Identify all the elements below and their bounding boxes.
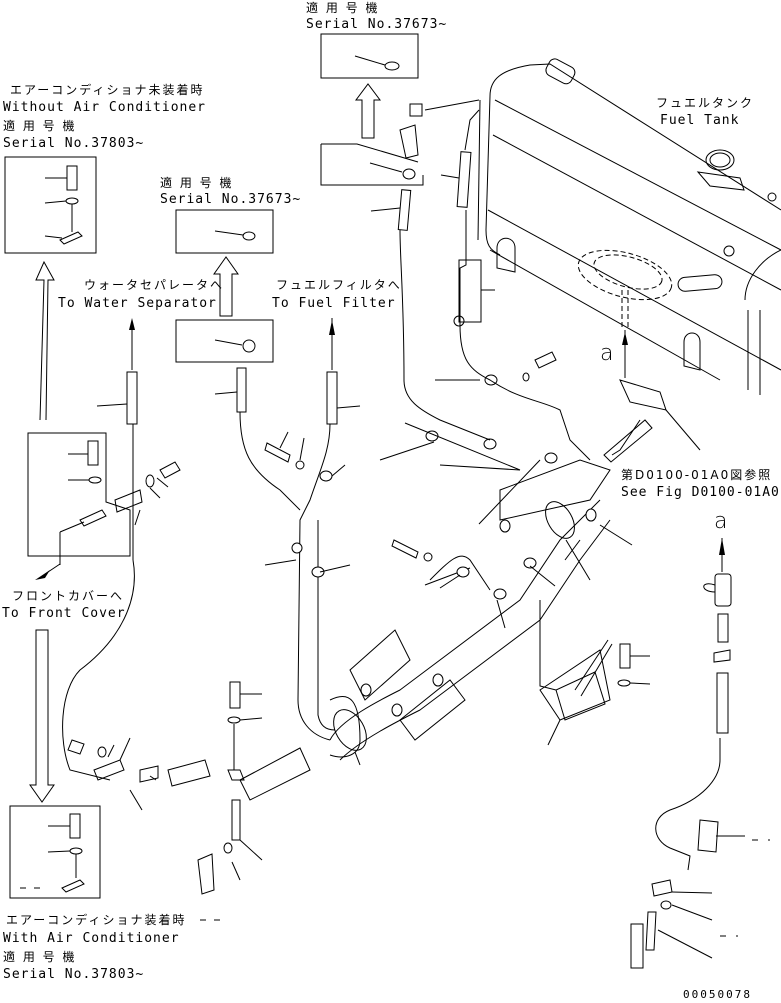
arrow-up-icon [129,318,335,370]
clamp-icon [291,315,597,717]
water-separator-jp: ウォータセパレータへ [84,278,225,292]
sensor-box [320,143,424,186]
top-serial-box [320,33,419,79]
without-ac-serial-en: Serial No.37803~ [3,136,145,151]
arrow-down-icon [35,563,61,580]
marker-a: a [600,341,613,366]
sensor-icon [603,379,701,463]
leader-lines [107,379,633,881]
fuel-filter-jp: フュエルフィルタへ [276,278,402,292]
with-ac-serial-en: Serial No.37803~ [3,967,145,982]
mid-serial-en: Serial No.37673~ [160,192,302,207]
right-fittings [630,573,745,969]
see-fig-jp: 第D0100-01A0図参照 [621,468,773,482]
without-ac-en: Without Air Conditioner [3,100,207,115]
arrow-up-icon [213,256,239,317]
top-serial-jp: 適 用 号 機 [306,1,380,15]
marker-a: a [714,509,727,534]
with-ac-serial-jp: 適 用 号 機 [3,950,77,964]
top-serial-en: Serial No.37673~ [306,17,448,32]
bolt-icon [264,351,651,687]
mid-serial-jp: 適 用 号 機 [160,176,234,190]
pipe-assembly [329,459,611,761]
without-ac-box [4,156,97,254]
with-ac-jp: エアーコンディショナ装着時 [6,913,187,927]
front-cover-jp: フロントカバーへ [12,589,125,603]
with-ac-box [9,805,101,899]
hose-icon [96,151,472,425]
arrow-up-icon [35,260,55,421]
see-fig-en: See Fig D0100-01A0 [621,485,780,500]
with-ac-en: With Air Conditioner [3,931,180,946]
sensor-box-2 [175,319,274,363]
mid-serial-box [175,209,274,254]
fuel-tank-jp: フュエルタンク [656,96,755,110]
water-separator-en: To Water Separator [58,296,217,311]
fuel-tank-icon [477,58,781,395]
arrow-up-icon [355,83,381,139]
arrow-up-icon [719,538,725,572]
bracket-icon [539,600,613,721]
fuel-tank-en: Fuel Tank [660,113,740,128]
hose-line [399,99,591,461]
fitting-cluster [67,681,311,895]
hose-line [62,411,336,781]
figure-number: 00050078 [683,988,752,1001]
arrow-down-icon [29,629,55,803]
dash-marks [20,839,770,937]
without-ac-jp: エアーコンディショナ未装着時 [10,83,205,97]
clamp-assembly-box [27,424,181,565]
without-ac-serial-jp: 適 用 号 機 [3,119,77,133]
fuel-filter-en: To Fuel Filter [272,296,396,311]
front-cover-en: To Front Cover [2,606,126,621]
